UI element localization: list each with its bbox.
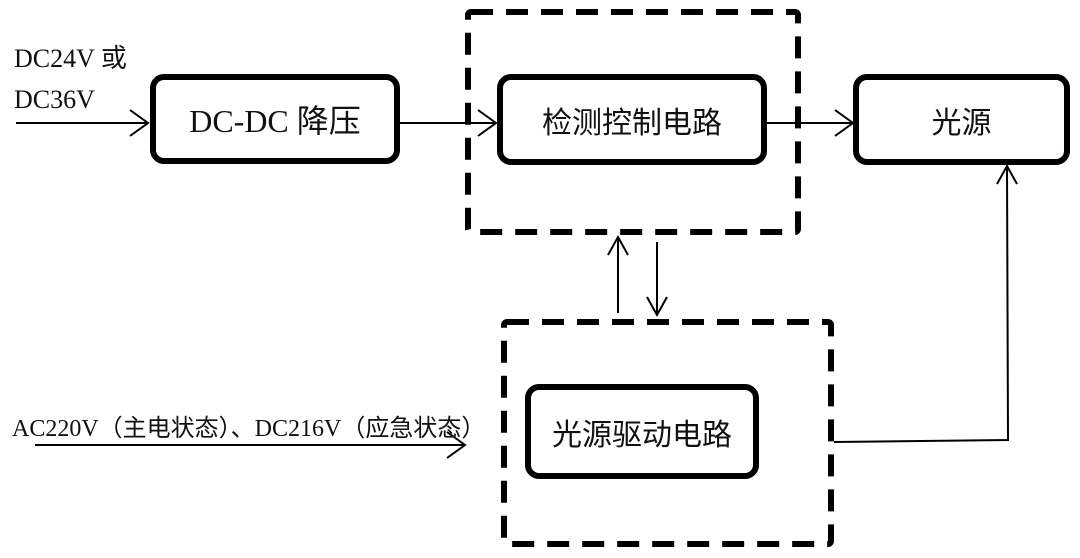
dc-input-arrowhead xyxy=(129,109,150,137)
dcdc-block: DC-DC 降压 xyxy=(150,74,400,164)
light-source-block: 光源 xyxy=(853,74,1070,165)
driver-to-detect-arrowhead xyxy=(607,234,629,256)
driver-to-light-arrowhead xyxy=(996,163,1018,185)
dc-input-label-line2: DC36V xyxy=(14,85,95,114)
dcdc-to-detect-arrowhead xyxy=(477,109,498,137)
detect-to-driver-arrowhead xyxy=(646,296,668,318)
dc-input-label-line1: DC24V 或 xyxy=(14,44,127,73)
driver-to-light-line xyxy=(833,165,1010,443)
light-driver-group xyxy=(501,319,834,547)
ac-input-arrowhead xyxy=(446,431,467,459)
light-driver-block: 光源驱动电路 xyxy=(525,384,759,479)
detect-control-block: 检测控制电路 xyxy=(497,74,767,165)
ac-input-label: AC220V（主电状态）、DC216V（应急状态） xyxy=(12,416,486,442)
